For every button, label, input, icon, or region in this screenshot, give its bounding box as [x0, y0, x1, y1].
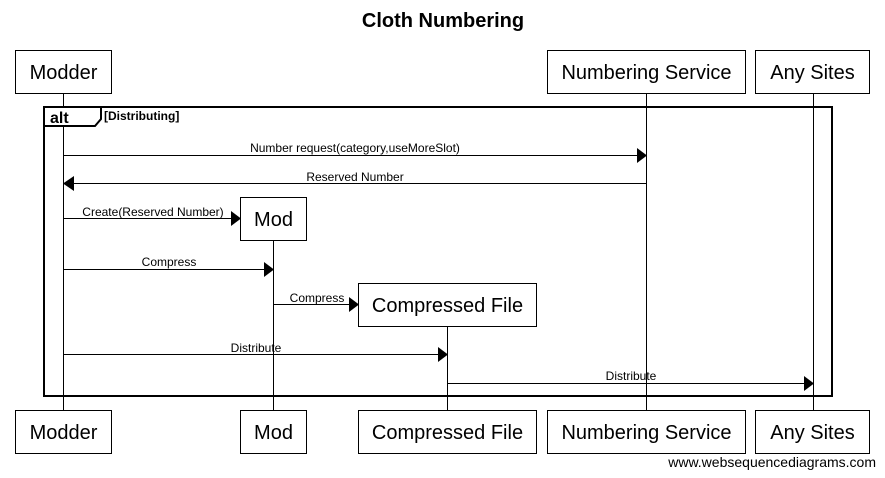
message-label-distribute-file: Distribute [606, 369, 657, 383]
participant-label-numbering-service-bottom: Numbering Service [561, 422, 731, 444]
participant-box-compressed-file-created [358, 283, 537, 327]
message-number-request: Number request(category,useMoreSlot) [64, 141, 647, 163]
message-label-number-request: Number request(category,useMoreSlot) [250, 141, 460, 155]
message-compress-mod: Compress [274, 291, 359, 312]
participant-label-mod-created: Mod [254, 209, 293, 231]
message-reserved-number: Reserved Number [63, 170, 646, 191]
participant-box-mod-bottom [240, 410, 307, 454]
message-label-compress-mod: Compress [290, 291, 345, 305]
participant-label-compressed-file-bottom: Compressed File [372, 422, 523, 444]
message-create: Create(Reserved Number) [64, 205, 241, 226]
message-distribute-modder: Distribute [64, 341, 448, 362]
participant-box-compressed-file-bottom [358, 410, 537, 454]
message-compress-modder: Compress [64, 255, 274, 277]
message-distribute-file: Distribute [448, 369, 814, 391]
participant-label-numbering-service-top: Numbering Service [561, 62, 731, 84]
message-label-distribute-modder: Distribute [231, 341, 282, 355]
participant-box-modder-top [15, 50, 112, 94]
alt-fragment: alt [Distributing] [43, 106, 833, 397]
diagram-title: Cloth Numbering [362, 10, 524, 32]
message-label-reserved-number: Reserved Number [306, 170, 403, 184]
alt-keyword: alt [50, 110, 69, 127]
participant-label-any-sites-top: Any Sites [770, 62, 854, 84]
participant-label-modder-top: Modder [30, 62, 98, 84]
participant-box-any-sites-top [755, 50, 870, 94]
participant-box-any-sites-bottom [755, 410, 870, 454]
watermark-link[interactable]: www.websequencediagrams.com [667, 454, 876, 470]
participant-box-numbering-service-bottom [547, 410, 746, 454]
message-label-create: Create(Reserved Number) [82, 205, 223, 219]
participant-box-modder-bottom [15, 410, 112, 454]
participant-label-compressed-file-created: Compressed File [372, 295, 523, 317]
participant-label-modder-bottom: Modder [30, 422, 98, 444]
participant-box-numbering-service-top [547, 50, 746, 94]
participant-label-mod-bottom: Mod [254, 422, 293, 444]
alt-condition: [Distributing] [104, 109, 179, 123]
participant-box-mod-created [240, 197, 307, 241]
message-label-compress-modder: Compress [142, 255, 197, 269]
participant-label-any-sites-bottom: Any Sites [770, 422, 854, 444]
